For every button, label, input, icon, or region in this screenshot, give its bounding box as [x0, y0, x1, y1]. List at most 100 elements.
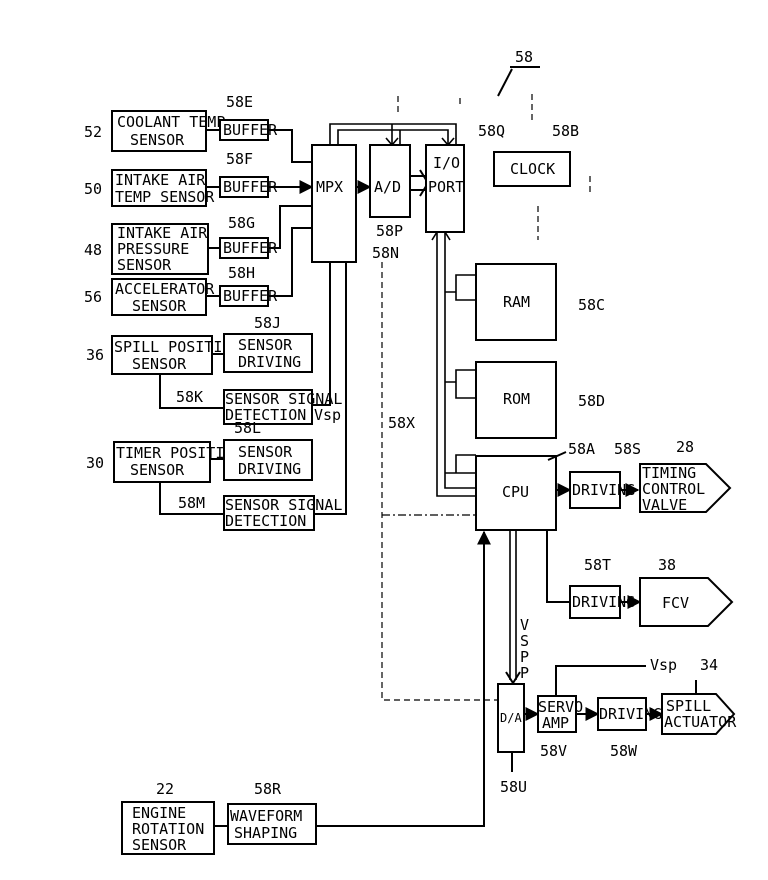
svg-text:SENSOR: SENSOR — [132, 355, 187, 373]
intake-air-pressure-sensor-block: INTAKE AIR PRESSURE SENSOR 48 — [84, 224, 208, 274]
svg-text:BUFFER: BUFFER — [223, 178, 278, 196]
svg-text:58E: 58E — [226, 93, 253, 111]
svg-text:BUFFER: BUFFER — [223, 239, 278, 257]
svg-text:DRIVING: DRIVING — [572, 593, 635, 611]
sensor-driving-58j-block: SENSOR DRIVING 58J — [224, 314, 312, 372]
figure-label: 58 — [515, 48, 533, 66]
svg-text:58B: 58B — [552, 122, 579, 140]
svg-text:TEMP SENSOR: TEMP SENSOR — [115, 188, 215, 206]
svg-text:DRIVING: DRIVING — [238, 353, 301, 371]
driving-58w-block: DRIVING 58W — [598, 698, 662, 760]
svg-text:ROM: ROM — [503, 390, 530, 408]
svg-text:48: 48 — [84, 241, 102, 259]
svg-text:AMP: AMP — [542, 714, 569, 732]
svg-text:SPILL POSITION: SPILL POSITION — [114, 338, 240, 356]
svg-text:BUFFER: BUFFER — [223, 287, 278, 305]
svg-text:ACTUATOR: ACTUATOR — [664, 713, 737, 731]
svg-text:DRIVING: DRIVING — [599, 705, 662, 723]
svg-text:58T: 58T — [584, 556, 611, 574]
svg-text:58F: 58F — [226, 150, 253, 168]
svg-text:SENSOR: SENSOR — [130, 131, 185, 149]
svg-text:RAM: RAM — [503, 293, 530, 311]
svg-text:58D: 58D — [578, 392, 605, 410]
svg-text:38: 38 — [658, 556, 676, 574]
accelerator-sensor-block: ACCELERATOR SENSOR 56 — [84, 279, 215, 315]
coolant-temp-sensor-block: COOLANT TEMP SENSOR 52 — [84, 111, 225, 151]
rom-block: ROM 58D — [476, 362, 605, 438]
buffer-58h-block: BUFFER 58H — [220, 264, 278, 306]
svg-text:PORT: PORT — [428, 178, 464, 196]
svg-text:BUFFER: BUFFER — [223, 121, 278, 139]
svg-text:DRIVING: DRIVING — [238, 460, 301, 478]
svg-text:58C: 58C — [578, 296, 605, 314]
svg-text:I/O: I/O — [433, 154, 460, 172]
svg-text:50: 50 — [84, 180, 102, 198]
svg-text:58H: 58H — [228, 264, 255, 282]
ram-block: RAM 58C — [476, 264, 605, 340]
vsp-label-servo: Vsp — [650, 656, 677, 674]
svg-text:SENSOR: SENSOR — [117, 256, 172, 274]
sensor-signal-detection-58m-block: SENSOR SIGNAL DETECTION 58M — [178, 494, 342, 530]
svg-text:30: 30 — [86, 454, 104, 472]
svg-text:22: 22 — [156, 780, 174, 798]
engine-rotation-sensor-block: ENGINE ROTATION SENSOR 22 — [122, 780, 214, 854]
svg-text:58R: 58R — [254, 780, 282, 798]
svg-text:58N: 58N — [372, 244, 399, 262]
svg-text:58J: 58J — [254, 314, 281, 332]
svg-text:58U: 58U — [500, 778, 527, 796]
buffer-58e-block: BUFFER 58E — [220, 93, 278, 140]
da-converter-block: D/A 58U — [498, 684, 527, 796]
svg-text:SENSOR: SENSOR — [238, 443, 293, 461]
svg-text:INTAKE AIR: INTAKE AIR — [115, 171, 206, 189]
svg-text:MPX: MPX — [316, 178, 343, 196]
ad-converter-block: A/D 58P — [370, 145, 410, 240]
svg-text:36: 36 — [86, 346, 104, 364]
intake-air-temp-sensor-block: INTAKE AIR TEMP SENSOR 50 — [84, 170, 215, 206]
svg-text:VALVE: VALVE — [642, 496, 687, 514]
timing-control-valve-block: TIMING CONTROL VALVE 28 — [640, 438, 730, 514]
svg-text:SENSOR: SENSOR — [132, 297, 187, 315]
svg-text:D/A: D/A — [500, 711, 522, 725]
svg-text:COOLANT TEMP: COOLANT TEMP — [117, 113, 225, 131]
svg-text:28: 28 — [676, 438, 694, 456]
svg-text:58S: 58S — [614, 440, 641, 458]
svg-text:SENSOR: SENSOR — [130, 461, 185, 479]
svg-text:SHAPING: SHAPING — [234, 824, 297, 842]
bus-ref-label: 58X — [388, 414, 415, 432]
svg-text:FCV: FCV — [662, 594, 689, 612]
svg-text:SENSOR: SENSOR — [132, 836, 187, 854]
svg-text:58Q: 58Q — [478, 122, 505, 140]
svg-text:CLOCK: CLOCK — [510, 160, 555, 178]
fcv-block: FCV 38 — [640, 556, 732, 626]
svg-text:58A: 58A — [568, 440, 595, 458]
svg-text:SENSOR: SENSOR — [238, 336, 293, 354]
svg-text:52: 52 — [84, 123, 102, 141]
svg-text:58G: 58G — [228, 214, 255, 232]
buffer-58g-block: BUFFER 58G — [220, 214, 278, 258]
timer-position-sensor-block: TIMER POSITION SENSOR 30 — [86, 442, 242, 482]
vspp-label: V S P P — [520, 616, 529, 682]
vsp-label-k: Vsp — [314, 406, 341, 424]
svg-text:DETECTION: DETECTION — [225, 512, 306, 530]
svg-text:ACCELERATOR: ACCELERATOR — [115, 280, 215, 298]
spill-position-sensor-block: SPILL POSITION SENSOR 36 — [86, 336, 240, 374]
waveform-shaping-block: WAVEFORM SHAPING 58R — [228, 780, 316, 844]
clock-block: CLOCK 58B — [494, 122, 579, 186]
svg-text:WAVEFORM: WAVEFORM — [230, 807, 302, 825]
svg-text:58L: 58L — [234, 419, 261, 437]
servo-amp-block: SERVO AMP 58V — [538, 696, 583, 760]
svg-text:A/D: A/D — [374, 178, 401, 196]
svg-text:DRIVING: DRIVING — [572, 481, 635, 499]
svg-text:P: P — [520, 664, 529, 682]
svg-text:58W: 58W — [610, 742, 638, 760]
buffer-58f-block: BUFFER 58F — [220, 150, 278, 197]
svg-text:58V: 58V — [540, 742, 567, 760]
svg-text:CPU: CPU — [502, 483, 529, 501]
svg-text:58P: 58P — [376, 222, 403, 240]
svg-text:58K: 58K — [176, 388, 203, 406]
svg-text:58M: 58M — [178, 494, 205, 512]
svg-text:56: 56 — [84, 288, 102, 306]
driving-58t-block: DRIVING 58T — [570, 556, 635, 618]
sensor-driving-58l-block: SENSOR DRIVING 58L — [224, 419, 312, 480]
